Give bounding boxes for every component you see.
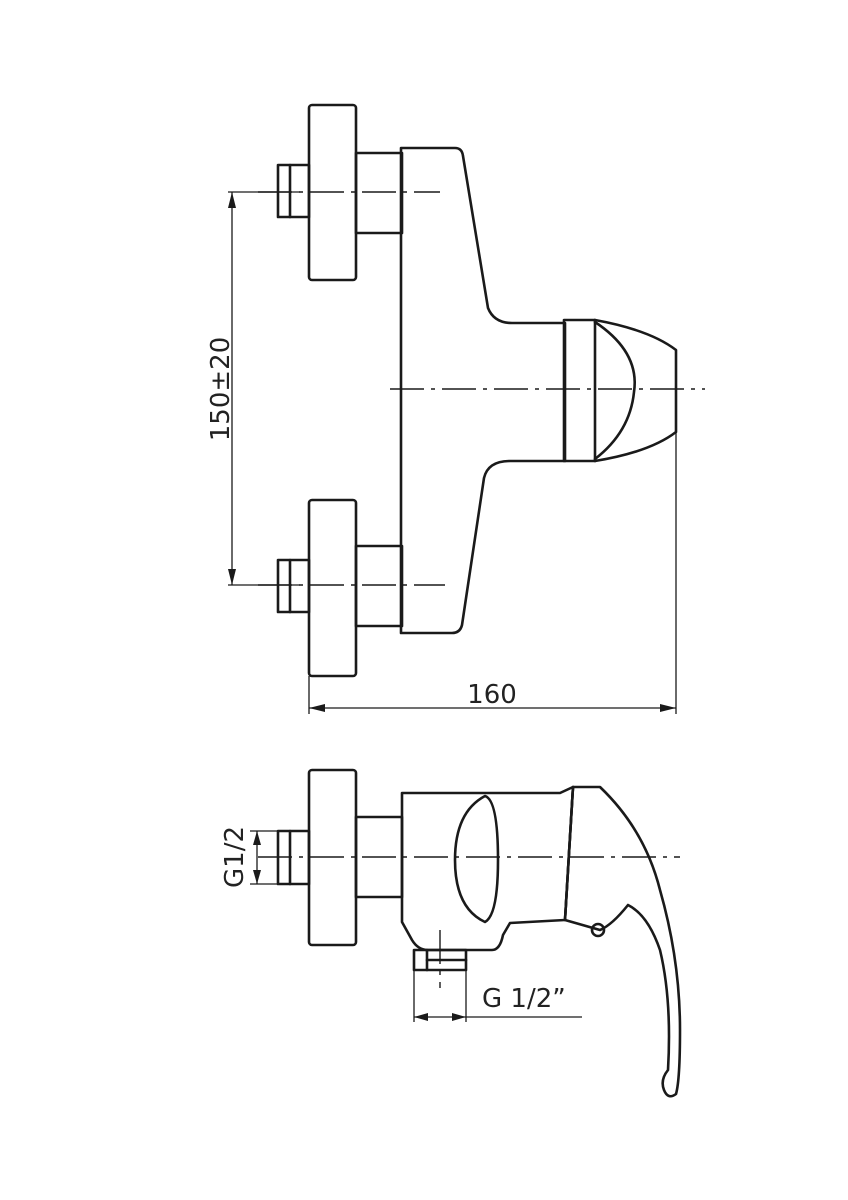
lever-pivot-screw [590, 922, 606, 938]
lower-inlet-pipe [276, 558, 311, 614]
outlet-thread-label: G 1/2” [482, 984, 566, 1014]
side-lever-handle [563, 785, 682, 1098]
lower-connector-sleeve [354, 544, 404, 628]
upper-connector-sleeve [354, 151, 404, 235]
lever-face-curve [593, 320, 636, 461]
inlet-spacing-label: 150±20 [206, 337, 236, 442]
depth-dimension: 160 [308, 432, 677, 714]
lever-base-ring [562, 318, 597, 463]
lever-cap-top [562, 318, 678, 463]
side-view: G1/2 G 1/2” [220, 768, 682, 1098]
depth-label: 160 [467, 680, 517, 710]
inlet-thread-dimension: G1/2 [220, 826, 285, 888]
mixer-body-outline [399, 146, 567, 635]
top-view: 150±20 160 [206, 103, 705, 714]
upper-inlet-pipe [276, 163, 311, 219]
upper-inlet-assembly [276, 103, 404, 282]
outlet-thread-dimension: G 1/2” [413, 970, 582, 1022]
lower-wall-flange [307, 498, 358, 678]
lower-inlet-assembly [276, 498, 404, 678]
lever-dome [593, 318, 678, 463]
inlet-thread-label: G1/2 [220, 826, 250, 888]
side-body-outline [400, 785, 575, 952]
inlet-spacing-dimension: 150±20 [206, 191, 300, 586]
side-cartridge-dome [453, 794, 500, 924]
